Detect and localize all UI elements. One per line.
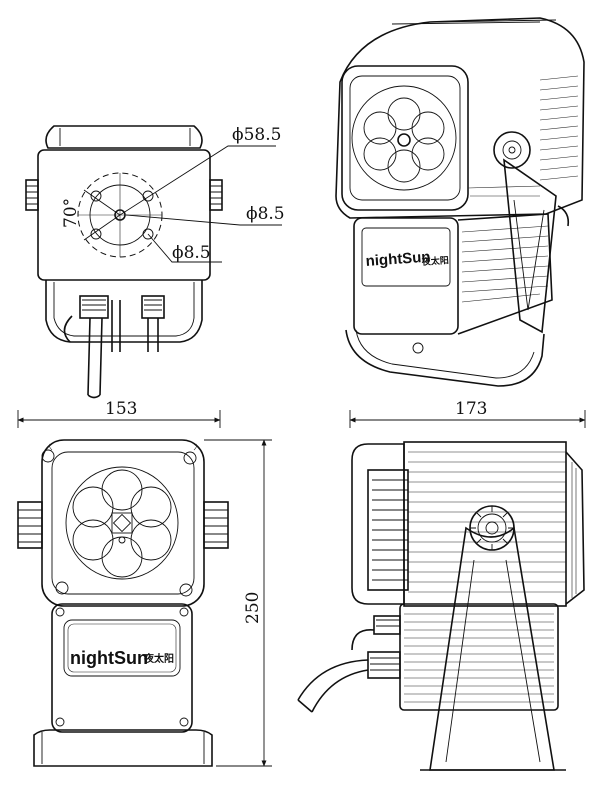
dim-diameter-small-a: ϕ8.5 bbox=[246, 204, 285, 224]
dim-diameter-small-b: ϕ8.5 bbox=[172, 243, 211, 263]
iso-lens-cluster bbox=[351, 85, 457, 191]
isometric-view: nightSun 夜太阳 bbox=[335, 17, 585, 387]
front-lens-cluster bbox=[65, 466, 179, 580]
bottom-view: ϕ58.5 ϕ8.5 ϕ8.5 70° bbox=[25, 125, 285, 399]
front-logo-chinese: 夜太阳 bbox=[143, 652, 174, 665]
front-view: 153 nightSun 夜太阳 bbox=[17, 399, 272, 767]
iso-logo-chinese: 夜太阳 bbox=[420, 254, 449, 267]
dim-width-front: 153 bbox=[105, 399, 137, 419]
iso-logo-brand: nightSun bbox=[365, 248, 431, 269]
dim-width-side: 173 bbox=[455, 399, 487, 419]
dim-diameter-large: ϕ58.5 bbox=[232, 125, 281, 145]
front-logo-brand: nightSun bbox=[70, 648, 148, 668]
dim-height: 250 bbox=[243, 592, 263, 624]
side-view: 173 bbox=[297, 399, 586, 771]
dim-angle: 70° bbox=[61, 198, 81, 228]
